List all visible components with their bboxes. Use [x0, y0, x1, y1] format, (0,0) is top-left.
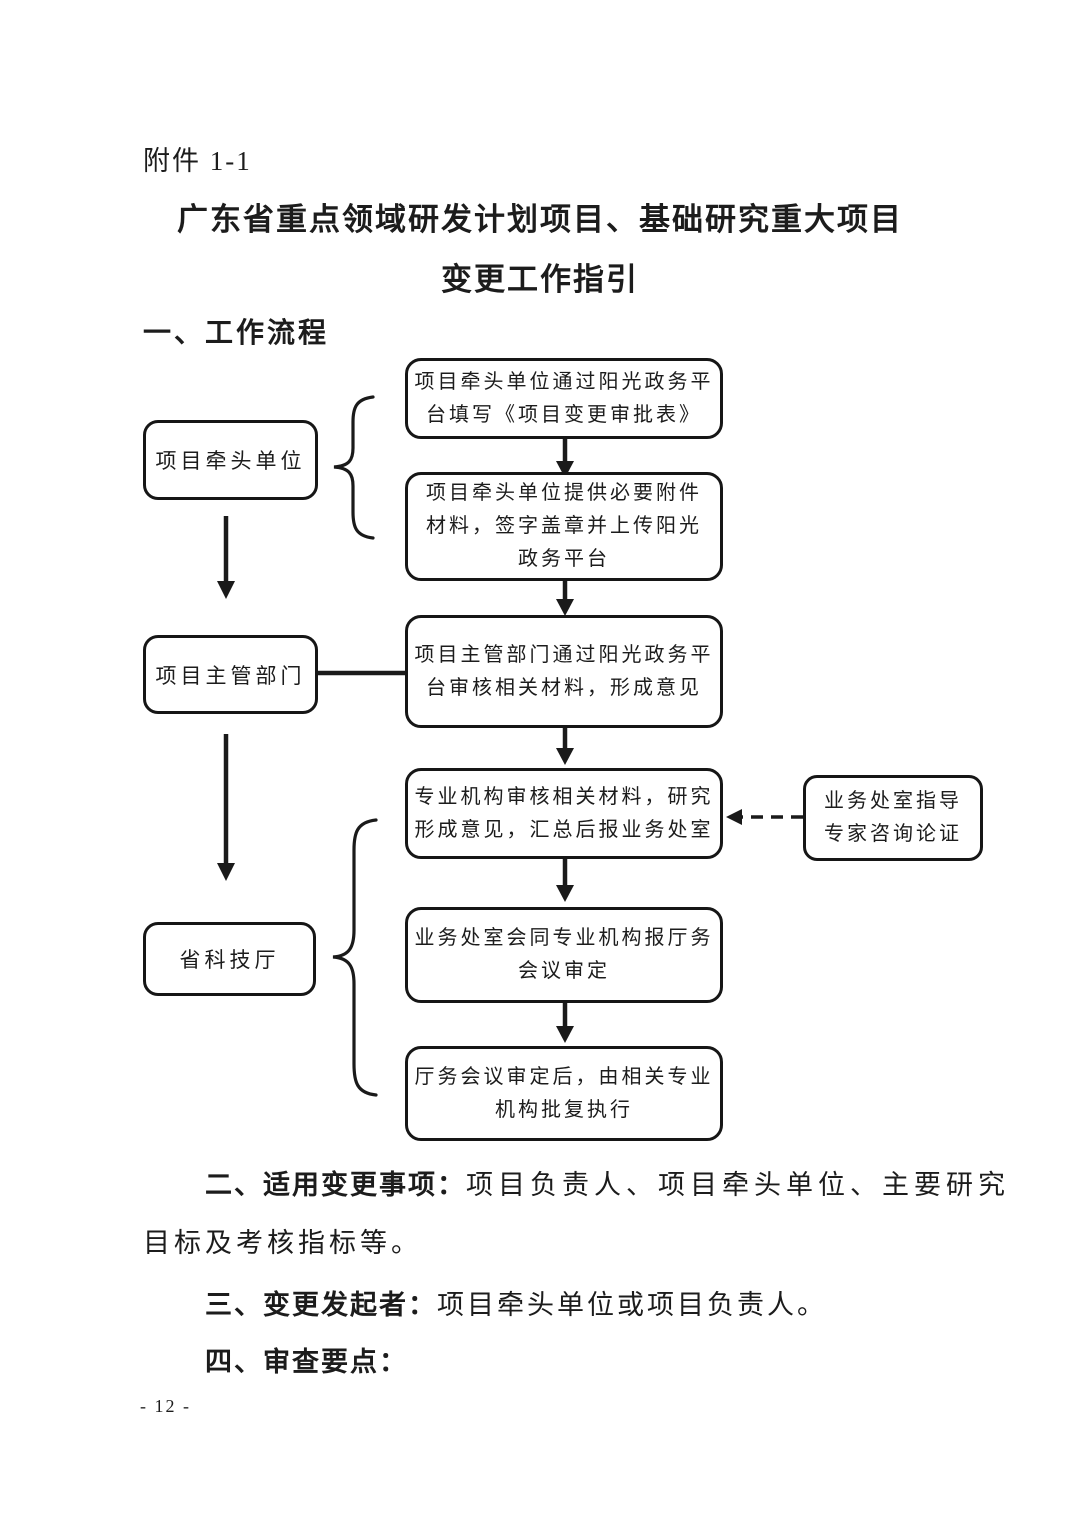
flow-step-5-box: 业务处室会同专业机构报厅务 会议审定: [405, 907, 723, 1003]
flow-step-2-box: 项目牵头单位提供必要附件 材料，签字盖章并上传阳光 政务平台: [405, 472, 723, 581]
section-four-heading: 四、审查要点：: [205, 1340, 408, 1379]
flow-step-3-box: 项目主管部门通过阳光政务平 台审核相关材料，形成意见: [405, 615, 723, 728]
section-two-paragraph: 二、适用变更事项：项目负责人、项目牵头单位、主要研究: [205, 1163, 1010, 1202]
section-two-label: 二、适用变更事项：: [205, 1170, 466, 1200]
role-box-lead-unit: 项目牵头单位: [143, 420, 318, 500]
flow-step-6-box: 厅务会议审定后，由相关专业 机构批复执行: [405, 1046, 723, 1141]
side-note-expert-box: 业务处室指导 专家咨询论证: [803, 775, 983, 861]
arrow-step4-step5: [556, 858, 574, 902]
section-three-label: 三、变更发起者：: [205, 1290, 437, 1320]
flow-step-1-box: 项目牵头单位通过阳光政务平 台填写《项目变更审批表》: [405, 358, 723, 439]
role-box-science-tech-dept: 省科技厅: [143, 922, 316, 996]
page-number: - 12 -: [140, 1396, 191, 1416]
section-three-paragraph: 三、变更发起者：项目牵头单位或项目负责人。: [205, 1283, 827, 1322]
page-title-line2: 变更工作指引: [441, 262, 639, 297]
section-four-label: 四、审查要点：: [205, 1347, 408, 1377]
section-two-text-line2: 目标及考核指标等。: [143, 1228, 422, 1258]
attachment-label: 附件 1-1: [143, 146, 252, 176]
arrow-step5-step6: [556, 1002, 574, 1043]
section-one-heading: 一、工作流程: [143, 317, 330, 348]
section-three-text: 项目牵头单位或项目负责人。: [437, 1290, 827, 1320]
arrow-dept-scitech: [217, 734, 235, 881]
arrow-leadunit-dept: [217, 516, 235, 599]
flow-step-4-box: 专业机构审核相关材料，研究 形成意见，汇总后报业务处室: [405, 768, 723, 859]
role-box-supervising-dept: 项目主管部门: [143, 635, 318, 714]
dashed-arrow-expert-step4: [726, 809, 803, 825]
arrow-step2-step3: [556, 580, 574, 616]
arrow-step3-step4: [556, 727, 574, 765]
section-two-text-line1: 项目负责人、项目牵头单位、主要研究: [466, 1170, 1010, 1200]
page-title-line1: 广东省重点领域研发计划项目、基础研究重大项目: [177, 202, 903, 237]
brace-sci-tech-dept: [332, 818, 378, 1097]
brace-lead-unit: [333, 395, 375, 540]
